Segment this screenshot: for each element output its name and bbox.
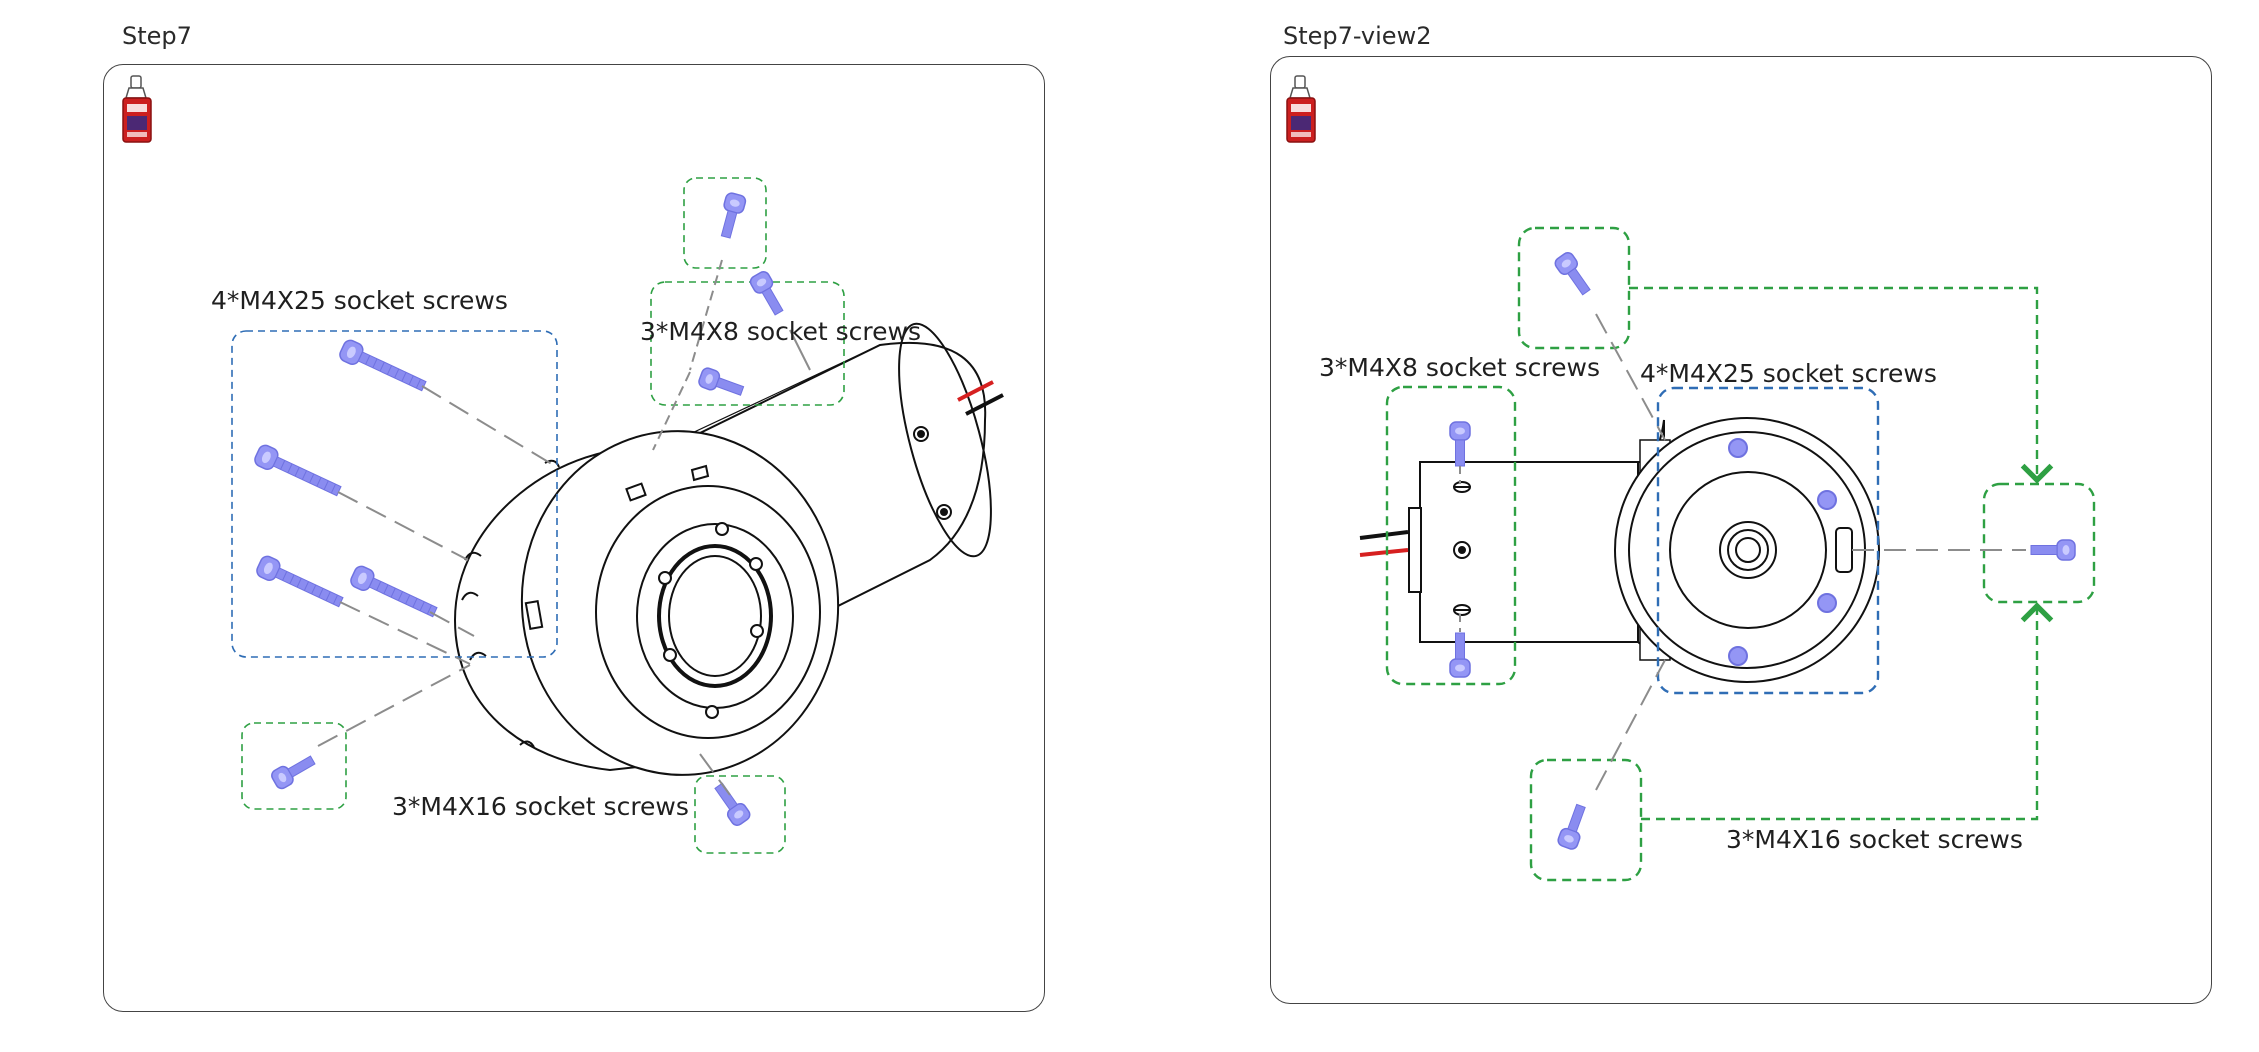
- m4x8-leaders: [652, 259, 811, 451]
- group-link-arrows: [1629, 286, 2054, 821]
- m4x8-top-box: [683, 177, 767, 269]
- screw-top-2: [1552, 249, 1596, 299]
- m4x16-left-box: [241, 722, 347, 810]
- view2-leaders: [1595, 313, 2026, 791]
- m4x8-callout-2: 3*M4X8 socket screws: [1319, 353, 1600, 382]
- m4x16-right-box-2: [1982, 482, 2096, 604]
- m4x16-top-box-2: [1517, 226, 1631, 350]
- m4x16-callout: 3*M4X16 socket screws: [392, 792, 689, 821]
- m4x25-group-box: [231, 330, 558, 658]
- m4x8-group-box: [650, 281, 845, 406]
- threadlocker-bottle-icon-2: [1286, 75, 1316, 143]
- joint-front-view: [1614, 417, 1880, 683]
- m4x16-bottom-box-2: [1529, 758, 1643, 882]
- m4x25-screws: [251, 337, 441, 623]
- panel-2-title: Step7-view2: [1283, 22, 1432, 50]
- m4x25-leaders: [337, 385, 556, 665]
- panel-1-title: Step7: [122, 22, 192, 50]
- m4x25-callout: 4*M4X25 socket screws: [211, 286, 508, 315]
- screw-right-2: [2030, 539, 2076, 561]
- joint-housing: [453, 430, 840, 776]
- m4x25-callout-2: 4*M4X25 socket screws: [1640, 359, 1937, 388]
- m4x16-right-box: [694, 775, 786, 854]
- m4x16-callout-2: 3*M4X16 socket screws: [1726, 825, 2023, 854]
- m4x16-leaders: [317, 664, 731, 796]
- motor-wires: [957, 380, 1004, 416]
- threadlocker-bottle-icon: [122, 75, 152, 143]
- motor-wires-2: [1359, 530, 1409, 557]
- screw-bottom-2: [1555, 801, 1592, 852]
- m4x8-group-box-2: [1385, 385, 1517, 686]
- m4x25-group-box-2: [1656, 386, 1880, 695]
- m4x8-callout: 3*M4X8 socket screws: [640, 317, 921, 346]
